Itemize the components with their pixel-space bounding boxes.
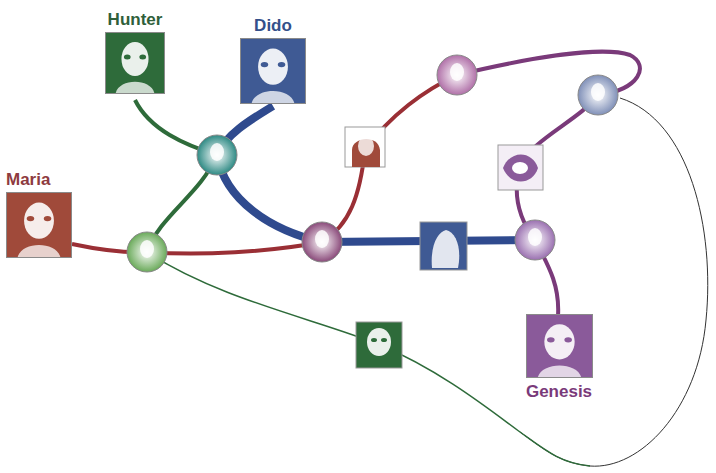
portrait-node: Genesis <box>507 314 611 402</box>
junction-circle <box>127 232 167 272</box>
node-label: Hunter <box>101 10 169 30</box>
station-square <box>356 322 402 368</box>
station-square <box>345 127 385 167</box>
junction-circle <box>197 135 237 175</box>
node-label: Dido <box>236 16 310 36</box>
node-label: Genesis <box>507 382 611 402</box>
node-label: Maria <box>6 170 80 190</box>
green-line <box>147 252 590 466</box>
portrait-node: Hunter <box>101 10 169 94</box>
junction-circle <box>578 75 618 115</box>
portrait-picture <box>526 314 593 378</box>
station-square <box>420 222 467 270</box>
red-line <box>72 242 322 254</box>
red-line <box>322 75 457 242</box>
portrait-picture <box>105 32 165 94</box>
junction-circle <box>302 222 342 262</box>
station-square <box>498 145 543 190</box>
purple-line <box>517 95 598 316</box>
portrait-node: Dido <box>236 16 310 104</box>
junction-circle <box>515 220 555 260</box>
portrait-picture <box>6 192 72 258</box>
portrait-node: Maria <box>6 170 80 258</box>
junction-circle <box>437 55 477 95</box>
portrait-picture <box>240 38 306 104</box>
thin-line <box>520 98 708 466</box>
